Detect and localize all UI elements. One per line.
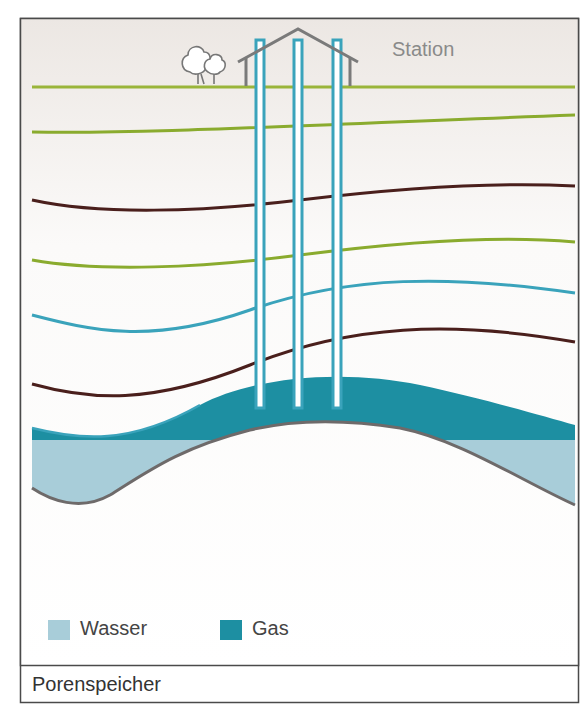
picture-frame xyxy=(21,19,579,666)
legend-swatch xyxy=(220,620,242,640)
station-house xyxy=(238,29,358,86)
caption: Porenspeicher xyxy=(32,673,161,696)
station-label: Station xyxy=(392,38,454,61)
legend-text: Gas xyxy=(252,617,289,640)
trees xyxy=(182,47,225,84)
outer-frame xyxy=(21,19,579,703)
wells xyxy=(256,40,341,408)
legend-swatch xyxy=(48,620,70,640)
legend-text: Wasser xyxy=(80,617,147,640)
